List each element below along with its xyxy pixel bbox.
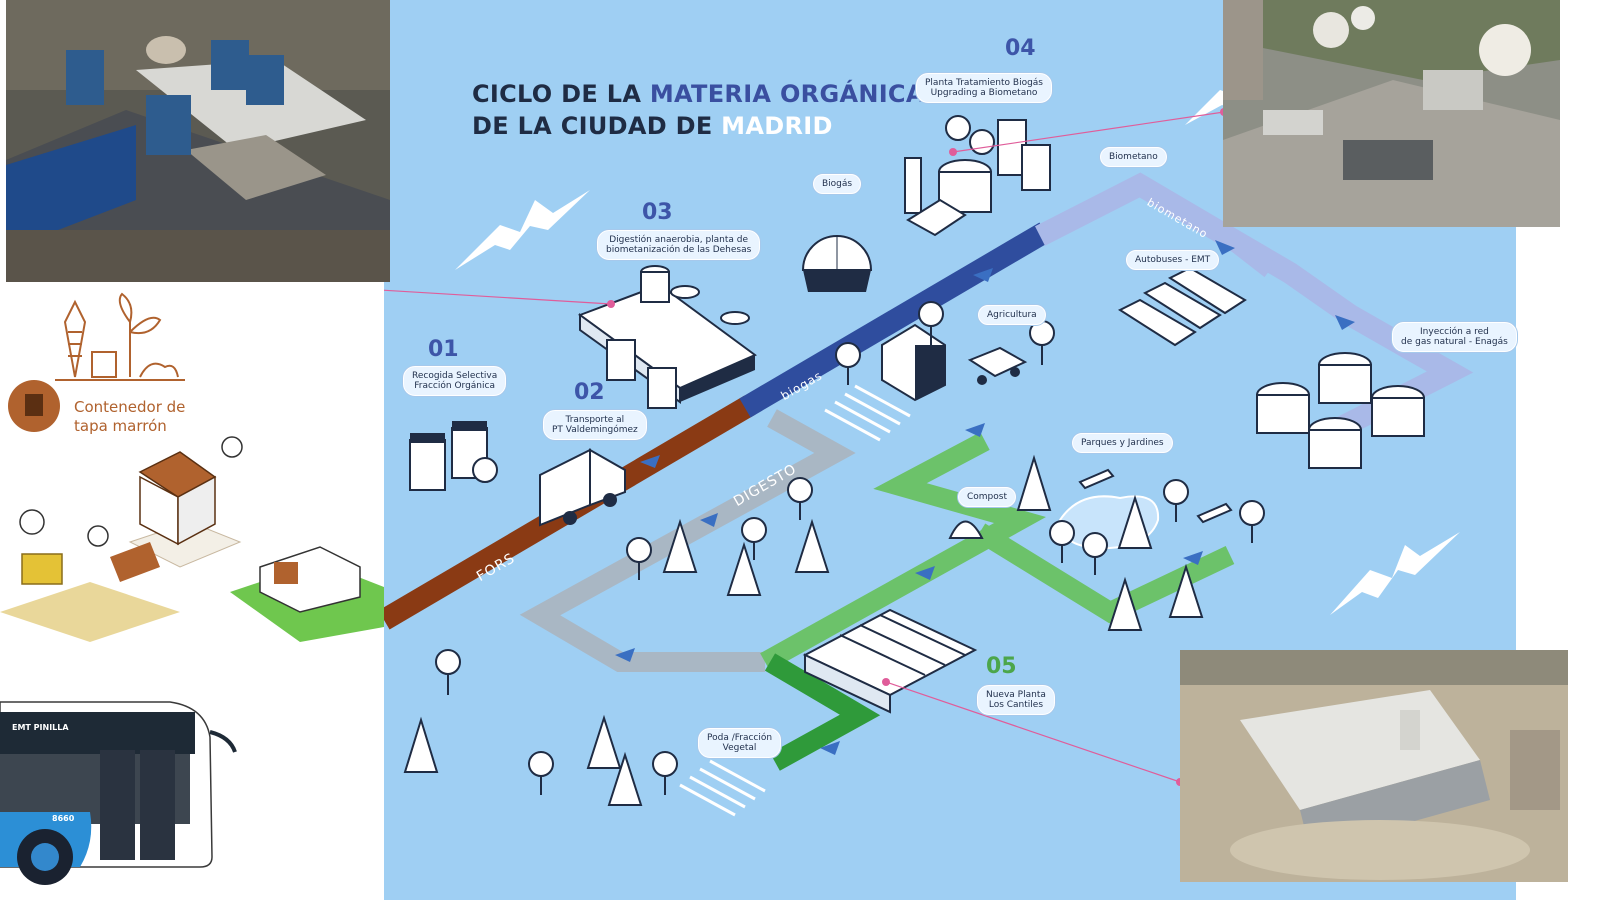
flow-band-biogas — [739, 222, 1051, 418]
pine-tree-icon — [403, 454, 1204, 806]
bus-route-display: EMT PINILLA — [12, 723, 69, 732]
person-icon — [221, 436, 243, 458]
step-number-02: 02 — [574, 380, 605, 405]
child-icon — [87, 525, 109, 547]
step-number-01: 01 — [428, 337, 459, 362]
container-side — [177, 475, 216, 546]
parques-pill: Parques y Jardines — [1072, 433, 1173, 453]
brown-bin-icon — [25, 394, 43, 416]
title-line2: DE LA CIUDAD DE — [472, 112, 722, 140]
bus-number: 8660 — [52, 814, 75, 823]
step-label-03: Digestión anaerobia, planta de biometani… — [597, 230, 761, 260]
cloud-shape — [455, 190, 590, 270]
biometano-pill: Biometano — [1100, 147, 1167, 167]
container-label: Contenedor de tapa marrón — [74, 398, 186, 435]
biogas-pill: Biogás — [813, 174, 862, 194]
truck-logo-icon — [274, 562, 298, 584]
photo-digestion-plant — [6, 0, 390, 282]
flow-band-parques — [974, 523, 1235, 624]
organic-waste-icon — [55, 292, 185, 381]
trailer-icon — [967, 346, 1028, 385]
step-number-04: 04 — [1005, 36, 1036, 61]
platform-tile — [0, 582, 180, 642]
step-label-02: Transporte al PT Valdemingómez — [543, 410, 647, 440]
flow-band-digesto — [519, 409, 856, 672]
flow-band-poda — [764, 653, 881, 771]
step-number-03: 03 — [642, 200, 673, 225]
digestion-plant-icon — [577, 265, 757, 409]
step-number-05: 05 — [986, 654, 1017, 679]
title-line1-highlight: MATERIA ORGÁNICA — [649, 80, 925, 108]
flow-arrow-icon — [615, 240, 1355, 755]
photo-cantiles-plant — [1180, 650, 1568, 882]
step-label-04: Planta Tratamiento Biogás Upgrading a Bi… — [916, 73, 1052, 103]
upgrading-plant-icon — [904, 115, 1051, 237]
inyeccion-pill: Inyección a red de gas natural - Enagás — [1392, 322, 1517, 352]
barn-icon — [881, 323, 946, 402]
truck-icon — [539, 448, 626, 527]
poda-pill: Poda /Fracción Vegetal — [698, 728, 782, 758]
biogas-dome-icon — [801, 235, 873, 292]
container-bins-icon — [409, 421, 498, 491]
composting-plant-icon — [802, 608, 978, 714]
compost-pill: Compost — [958, 487, 1016, 507]
flow-arrow-brown — [110, 542, 160, 582]
field-stripes-icon — [679, 384, 911, 817]
bench-icon — [1078, 468, 1233, 524]
emt-bus-icon — [0, 701, 237, 885]
autobuses-pill: Autobuses - EMT — [1126, 250, 1220, 270]
person-icon — [19, 509, 45, 535]
photo-upgrading-plant — [1223, 0, 1560, 227]
compost-heap-icon — [948, 520, 984, 539]
gas-tanks-icon — [1256, 352, 1425, 469]
flow-band-biometano — [1035, 172, 1474, 448]
flow-band-biometano-branch — [1219, 227, 1276, 278]
emt-buses-icon — [1117, 266, 1247, 347]
agricultura-pill: Agricultura — [978, 305, 1046, 325]
title-line1: CICLO DE LA — [472, 80, 650, 108]
step-label-01: Recogida Selectiva Fracción Orgánica — [403, 366, 507, 396]
step-label-05: Nueva Planta Los Cantiles — [977, 685, 1055, 715]
organic-basket-icon — [21, 553, 63, 585]
title-line2-highlight: MADRID — [721, 112, 833, 140]
diagram-title: CICLO DE LA MATERIA ORGÁNICA DE LA CIUDA… — [472, 78, 925, 142]
cloud-shape — [1330, 532, 1460, 615]
left-panel-illustration — [0, 282, 384, 902]
